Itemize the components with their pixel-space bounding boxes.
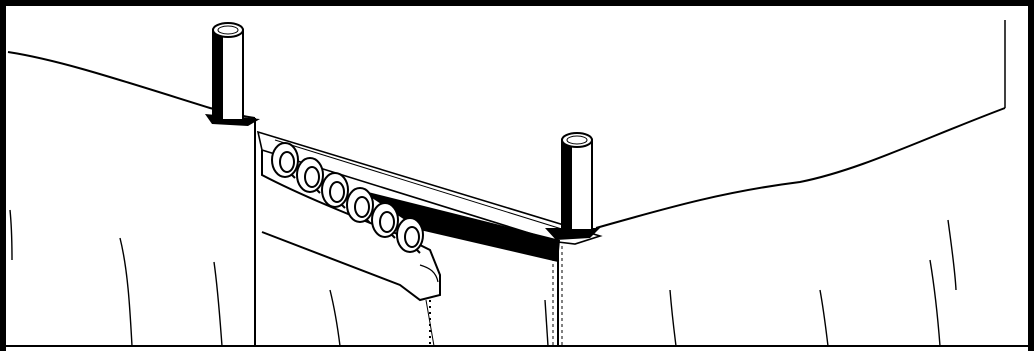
left-curtain-fold	[214, 262, 222, 346]
ring-icon	[272, 143, 298, 178]
frame-left	[0, 0, 6, 351]
left-curtain	[10, 118, 255, 346]
left-post-shade	[213, 30, 223, 120]
ring-icon	[372, 203, 398, 238]
left-curtain-fold	[10, 210, 12, 260]
right-post	[545, 133, 600, 240]
right-curtain-fold	[670, 290, 676, 346]
ring-icon	[347, 188, 373, 223]
middle-curtain	[258, 132, 600, 346]
right-curtain-fold	[820, 290, 828, 346]
ring-icon	[322, 173, 348, 208]
right-top-edge	[596, 108, 1005, 228]
right-curtain	[553, 220, 956, 346]
frame-top	[0, 0, 1034, 6]
left-post	[205, 23, 260, 126]
frame-right	[1028, 0, 1034, 351]
middle-curtain-fold	[330, 290, 340, 346]
middle-curtain-fold	[545, 300, 548, 346]
right-post-shade	[562, 140, 572, 230]
right-curtain-fold	[930, 260, 940, 346]
left-curtain-fold	[120, 238, 132, 346]
ring-icon	[297, 158, 323, 193]
right-curtain-fold	[948, 220, 956, 290]
ring-icon	[397, 218, 423, 253]
